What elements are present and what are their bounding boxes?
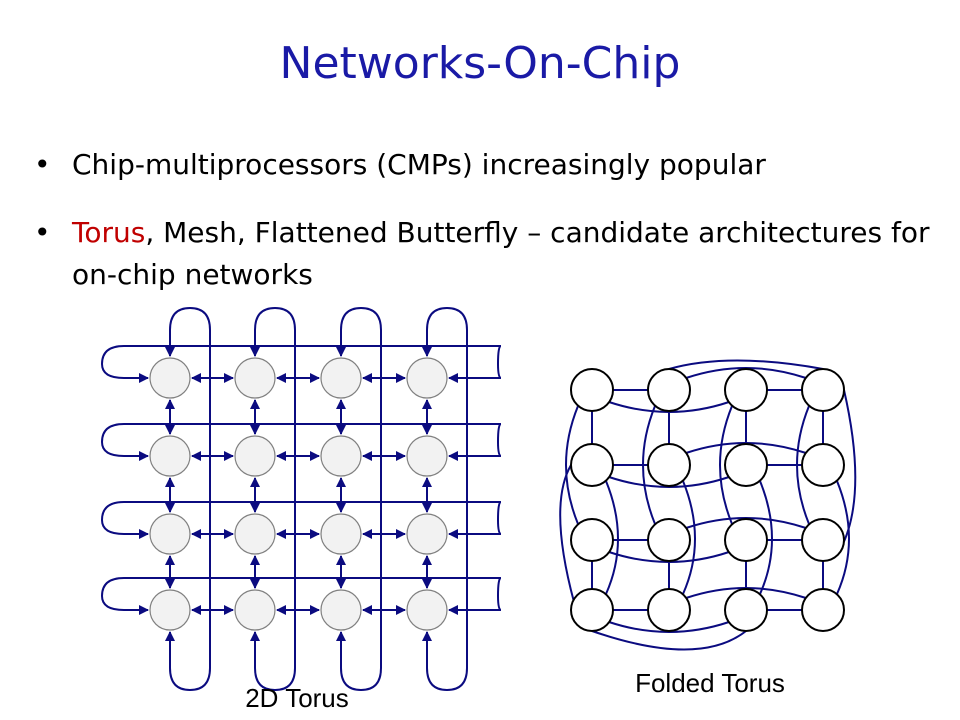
torus-node bbox=[149, 435, 191, 477]
torus-node bbox=[406, 357, 448, 399]
torus-node bbox=[149, 589, 191, 631]
folded-link-vertical-long bbox=[565, 405, 579, 525]
torus-wraparound-row bbox=[100, 501, 502, 539]
folded-torus-node bbox=[801, 518, 845, 562]
bullet-dot-icon: • bbox=[34, 148, 51, 181]
torus-wraparound-row bbox=[100, 345, 502, 383]
caption-folded-torus: Folded Torus bbox=[635, 668, 785, 698]
folded-torus-node bbox=[570, 588, 614, 632]
highlight-torus: Torus bbox=[72, 216, 146, 249]
folded-torus-node bbox=[647, 518, 691, 562]
torus-wraparound-column bbox=[250, 306, 296, 692]
folded-torus-node bbox=[570, 443, 614, 487]
folded-torus-node bbox=[570, 368, 614, 412]
torus-node bbox=[149, 513, 191, 555]
caption-2d-torus: 2D Torus bbox=[245, 683, 349, 713]
torus-2d-diagram bbox=[100, 306, 502, 692]
torus-wraparound-column bbox=[165, 306, 211, 692]
torus-node bbox=[234, 589, 276, 631]
folded-torus-node bbox=[801, 443, 845, 487]
folded-torus-node bbox=[801, 588, 845, 632]
folded-torus-node bbox=[801, 368, 845, 412]
folded-link-vertical-long bbox=[605, 480, 619, 595]
bullet-item-cmps: • Chip-multiprocessors (CMPs) increasing… bbox=[34, 144, 932, 186]
folded-torus-node bbox=[570, 518, 614, 562]
bullet-text: , Mesh, Flattened Butterfly – candidate … bbox=[72, 216, 930, 291]
folded-link-vertical-long bbox=[642, 405, 656, 525]
folded-torus-node bbox=[724, 443, 768, 487]
torus-node bbox=[406, 435, 448, 477]
bullet-dot-icon: • bbox=[34, 216, 51, 249]
torus-node bbox=[320, 435, 362, 477]
torus-node bbox=[320, 357, 362, 399]
folded-link-vertical-long bbox=[759, 480, 773, 595]
folded-link-outer bbox=[668, 359, 824, 370]
torus-node bbox=[320, 513, 362, 555]
folded-link-vertical-long bbox=[682, 480, 696, 595]
folded-link-vertical-long bbox=[836, 480, 850, 595]
torus-wraparound-column bbox=[422, 306, 468, 692]
folded-torus-node bbox=[647, 588, 691, 632]
torus-node bbox=[234, 357, 276, 399]
torus-node bbox=[320, 589, 362, 631]
bullet-item-torus: • Torus, Mesh, Flattened Butterfly – can… bbox=[34, 212, 932, 296]
folded-link-outer bbox=[559, 464, 575, 603]
torus-wraparound-row bbox=[100, 577, 502, 615]
torus-node bbox=[149, 357, 191, 399]
torus-wraparound-row bbox=[100, 423, 502, 461]
bullet-text: Chip-multiprocessors (CMPs) increasingly… bbox=[72, 148, 766, 181]
folded-torus-node bbox=[724, 588, 768, 632]
folded-link-vertical-long bbox=[719, 405, 733, 525]
folded-torus-node bbox=[647, 368, 691, 412]
folded-torus-node bbox=[724, 518, 768, 562]
torus-wraparound-column bbox=[336, 306, 382, 692]
folded-link-vertical-long bbox=[796, 405, 810, 525]
torus-node bbox=[406, 513, 448, 555]
folded-link-outer bbox=[840, 389, 857, 549]
folded-torus-node bbox=[724, 368, 768, 412]
torus-node bbox=[406, 589, 448, 631]
folded-torus-node bbox=[647, 443, 691, 487]
torus-node bbox=[234, 435, 276, 477]
torus-node bbox=[234, 513, 276, 555]
folded-link-outer bbox=[591, 630, 747, 651]
slide-title: Networks-On-Chip bbox=[279, 38, 681, 89]
folded-torus-diagram bbox=[559, 359, 857, 651]
